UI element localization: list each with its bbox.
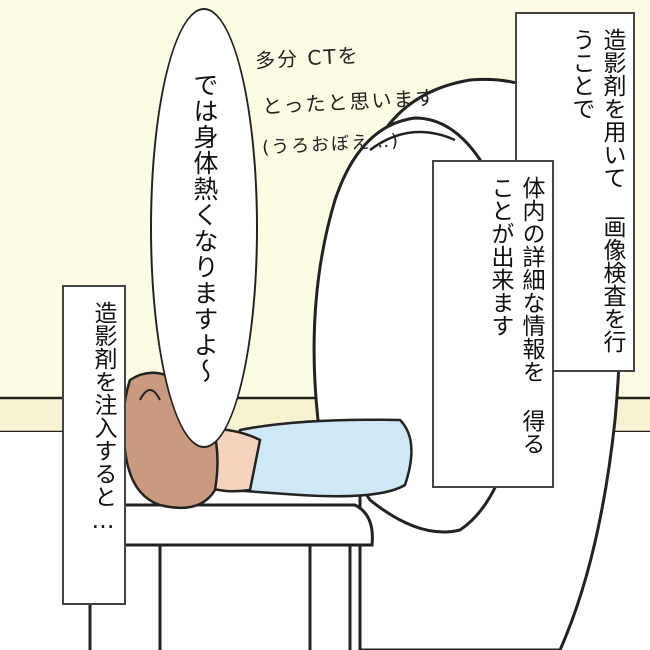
speech-bubble: では身体熱くなりますよ〜 bbox=[150, 8, 258, 448]
narration-line-3: 体内の詳細な情報を bbox=[518, 176, 544, 383]
patient-table bbox=[88, 503, 374, 547]
narration-line-1: 造影剤を用いて bbox=[599, 28, 625, 189]
speech-bubble-text: では身体熱くなりますよ〜 bbox=[190, 72, 219, 384]
blanket bbox=[228, 418, 413, 498]
narration-line-2: 画像検査を行うことで bbox=[568, 28, 625, 353]
narration-box-3: 造影剤を注入すると… bbox=[62, 285, 126, 605]
narration-box-2: 体内の詳細な情報を 得ることが出来ます bbox=[432, 160, 554, 488]
narration-line-4: 得ることが出来ます bbox=[487, 176, 544, 455]
handwritten-note-line-1: 多分 CTを bbox=[254, 43, 361, 73]
narration-line-5: 造影剤を注入すると… bbox=[90, 301, 116, 534]
